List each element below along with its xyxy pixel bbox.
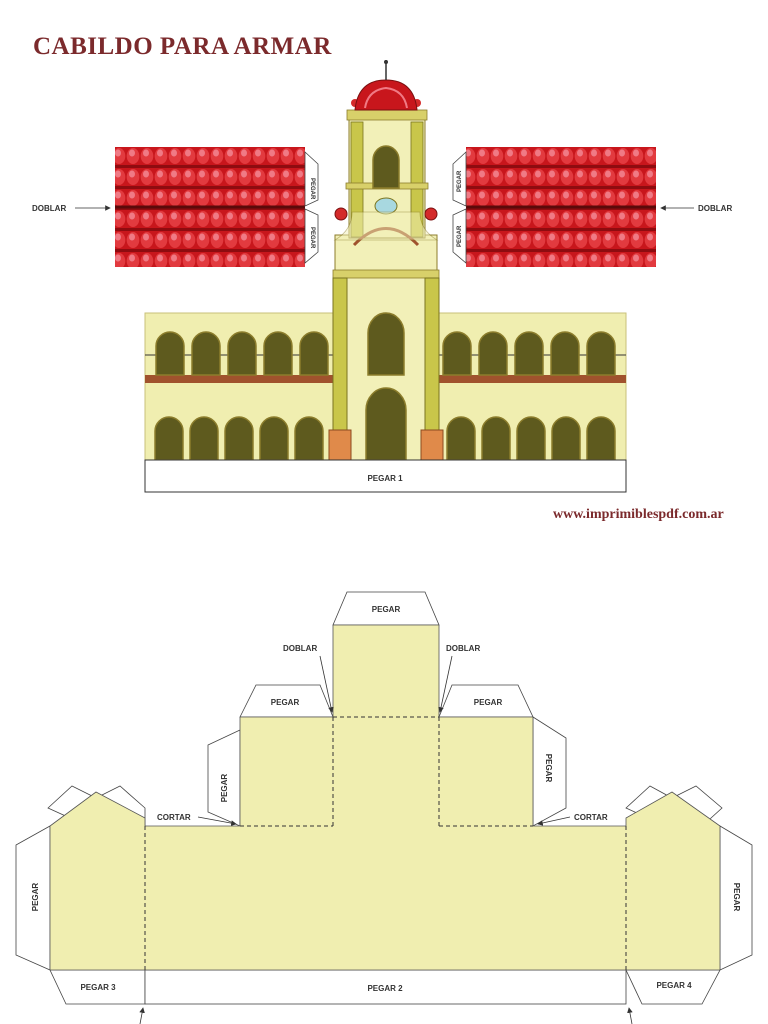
tab-label-pegar: PEGAR — [220, 774, 229, 803]
cortar-label-right: CORTAR — [574, 813, 608, 822]
central-tower — [328, 60, 444, 461]
pegar-1-strip — [144, 459, 627, 493]
fold-lines — [144, 716, 627, 970]
tab-label-pegar: PEGAR — [544, 754, 553, 783]
tab-label-pegar: PEGAR — [732, 883, 741, 912]
doblar-label-right: DOBLAR — [446, 644, 480, 653]
pegar-1-label: PEGAR 1 — [367, 474, 403, 483]
doblar-label-left: DOBLAR — [32, 204, 66, 213]
roof-piece-left: PEGAR PEGAR — [115, 147, 319, 267]
tab-label-pegar: PEGAR — [31, 883, 40, 912]
page-title: CABILDO PARA ARMAR — [33, 33, 332, 60]
pegar-3-label: PEGAR 3 — [80, 983, 116, 992]
base-template-net: PEGAR PEGAR PEGAR PEGAR PEGAR PEGAR PEGA… — [15, 591, 753, 1005]
tab-label-pegar: PEGAR — [372, 605, 401, 614]
arrow-icon — [197, 816, 237, 826]
arrow-icon — [319, 655, 334, 713]
pegar-4-label: PEGAR 4 — [656, 981, 692, 990]
roof-piece-right: PEGAR PEGAR — [452, 147, 656, 267]
website-url: www.imprimiblespdf.com.ar — [553, 507, 724, 522]
tab-label-pegar: PEGAR — [271, 698, 300, 707]
cortar-label-left: CORTAR — [157, 813, 191, 822]
doblar-label-left: DOBLAR — [283, 644, 317, 653]
arrow-icon — [627, 1007, 633, 1024]
tab-label-pegar: PEGAR — [457, 170, 463, 192]
arrow-icon — [139, 1007, 145, 1024]
arrow-icon — [438, 655, 453, 713]
cabildo-facade — [144, 60, 627, 461]
tab-label-pegar: PEGAR — [457, 225, 463, 247]
upper-arches-right — [442, 331, 616, 376]
tab-label-pegar: PEGAR — [474, 698, 503, 707]
lower-arches-left — [154, 416, 324, 461]
pegar-2-label: PEGAR 2 — [367, 984, 403, 993]
doblar-label-right: DOBLAR — [698, 204, 732, 213]
tab-label-pegar: PEGAR — [309, 227, 315, 249]
upper-arches-left — [155, 331, 329, 376]
tab-label-pegar: PEGAR — [309, 178, 315, 200]
arrow-icon — [537, 816, 571, 826]
lower-arches-right — [446, 416, 616, 461]
